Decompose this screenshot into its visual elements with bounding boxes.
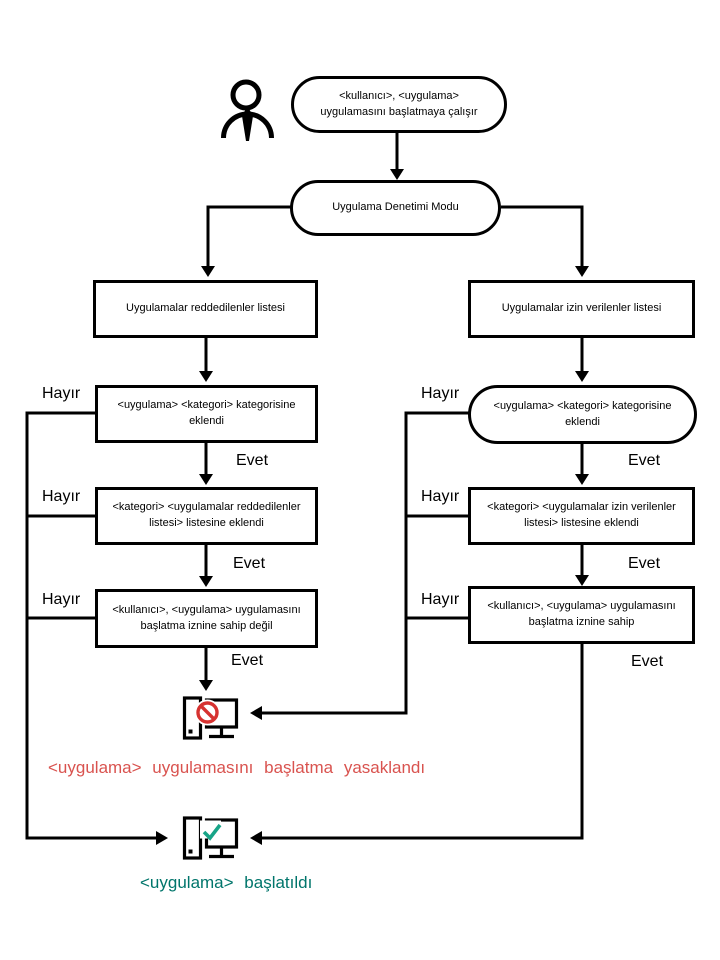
result-blocked-text: <uygulama> uygulamasını başlatma yasakla… — [48, 758, 426, 777]
connector-right-evet-allowed — [262, 644, 584, 840]
arrowheads — [156, 169, 589, 845]
label-no-right-3: Hayır — [421, 591, 460, 608]
label-yes-right-3: Evet — [631, 653, 664, 670]
allowed-computer-icon — [182, 816, 239, 860]
connector-right-hayir-rail — [262, 411, 470, 715]
label-yes-right-2: Evet — [628, 555, 661, 572]
node-left-step1-text: <uygulama> <kategori> kategorisine eklen… — [117, 399, 296, 427]
connector-left-hayir-rail — [25, 411, 156, 840]
node-right-list: Uygulamalar izin verilenler listesi — [468, 280, 695, 338]
label-yes-left-3: Evet — [231, 652, 264, 669]
connector-mode-right — [501, 205, 584, 267]
label-no-right-2: Hayır — [421, 488, 460, 505]
prohibition-sign — [196, 701, 219, 724]
node-left-step3: <kullanıcı>, <uygulama> uygulamasını baş… — [95, 589, 318, 648]
node-left-step1: <uygulama> <kategori> kategorisine eklen… — [95, 385, 318, 443]
node-left-step2: <kategori> <uygulamalar reddedilenler li… — [95, 487, 318, 545]
label-yes-left-1: Evet — [236, 452, 269, 469]
node-right-step3-text: <kullanıcı>, <uygulama> uygulamasını baş… — [487, 600, 676, 628]
label-yes-right-1: Evet — [628, 452, 661, 469]
node-start-text: <kullanıcı>, <uygulama> uygulamasını baş… — [320, 89, 478, 118]
node-mode-text: Uygulama Denetimi Modu — [332, 201, 459, 214]
blocked-computer-icon — [182, 696, 239, 740]
label-yes-left-2: Evet — [233, 555, 266, 572]
node-right-list-text: Uygulamalar izin verilenler listesi — [501, 302, 662, 315]
label-no-left-2: Hayır — [42, 488, 81, 505]
check-mark-icon — [202, 823, 222, 841]
result-allowed-text: <uygulama> başlatıldı — [140, 873, 313, 892]
node-mode: Uygulama Denetimi Modu — [290, 180, 501, 236]
node-right-step2-text: <kategori> <uygulamalar izin verilenler … — [487, 501, 676, 529]
node-left-step2-text: <kategori> <uygulamalar reddedilenler li… — [112, 501, 301, 529]
label-no-right-1: Hayır — [421, 385, 460, 402]
label-no-left-3: Hayır — [42, 591, 81, 608]
label-no-left-1: Hayır — [42, 385, 81, 402]
node-right-step1: <uygulama> <kategori> kategorisine eklen… — [468, 385, 697, 444]
node-left-step3-text: <kullanıcı>, <uygulama> uygulamasını baş… — [112, 603, 301, 632]
node-left-list: Uygulamalar reddedilenler listesi — [93, 280, 318, 338]
user-icon — [221, 79, 274, 141]
node-start: <kullanıcı>, <uygulama> uygulamasını baş… — [291, 76, 507, 133]
node-right-step1-text: <uygulama> <kategori> kategorisine eklen… — [493, 399, 672, 428]
node-right-step3: <kullanıcı>, <uygulama> uygulamasını baş… — [468, 586, 695, 644]
node-right-step2: <kategori> <uygulamalar izin verilenler … — [468, 487, 695, 545]
connector-mode-left — [206, 205, 292, 267]
node-left-list-text: Uygulamalar reddedilenler listesi — [126, 302, 285, 315]
